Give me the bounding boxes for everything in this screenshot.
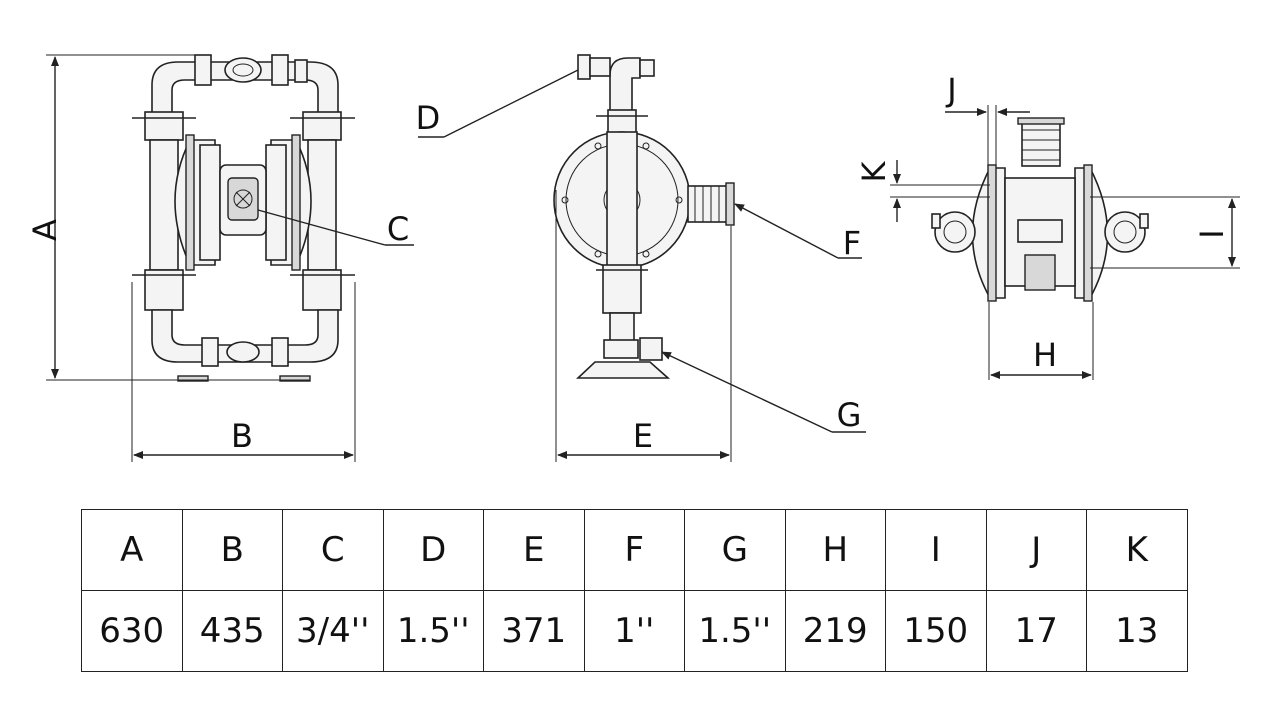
dimension-header-row: A B C D E F G H I J K <box>81 509 1188 591</box>
value-k: 13 <box>1086 590 1188 672</box>
value-h: 219 <box>784 590 886 672</box>
value-b: 435 <box>181 590 283 672</box>
value-j: 17 <box>985 590 1087 672</box>
dimension-table: A B C D E F G H I J K 630 435 3/4'' 1.5'… <box>81 509 1188 672</box>
header-e: E <box>483 509 585 591</box>
label-h: H <box>1033 336 1057 374</box>
label-i: I <box>1193 229 1231 238</box>
header-i: I <box>885 509 987 591</box>
value-f: 1'' <box>583 590 685 672</box>
side-view <box>418 54 866 462</box>
header-k: K <box>1086 509 1188 591</box>
top-view <box>890 105 1240 380</box>
label-e: E <box>633 417 653 455</box>
header-d: D <box>382 509 484 591</box>
label-b: B <box>231 417 253 455</box>
header-j: J <box>985 509 1087 591</box>
label-a: A <box>26 219 64 241</box>
value-i: 150 <box>885 590 987 672</box>
label-j: J <box>945 71 956 109</box>
front-view <box>46 54 414 462</box>
value-g: 1.5'' <box>684 590 786 672</box>
label-k: K <box>855 160 893 182</box>
header-b: B <box>181 509 283 591</box>
header-g: G <box>684 509 786 591</box>
label-d: D <box>416 99 441 137</box>
value-c: 3/4'' <box>282 590 384 672</box>
value-a: 630 <box>81 590 183 672</box>
header-c: C <box>282 509 384 591</box>
dimension-value-row: 630 435 3/4'' 1.5'' 371 1'' 1.5'' 219 15… <box>81 590 1188 672</box>
label-f: F <box>843 224 861 262</box>
label-c: C <box>387 210 409 248</box>
header-f: F <box>583 509 685 591</box>
pump-dimension-drawing: A B C <box>26 54 1240 462</box>
value-e: 371 <box>483 590 585 672</box>
value-d: 1.5'' <box>382 590 484 672</box>
label-g: G <box>837 396 862 434</box>
header-h: H <box>784 509 886 591</box>
header-a: A <box>81 509 183 591</box>
